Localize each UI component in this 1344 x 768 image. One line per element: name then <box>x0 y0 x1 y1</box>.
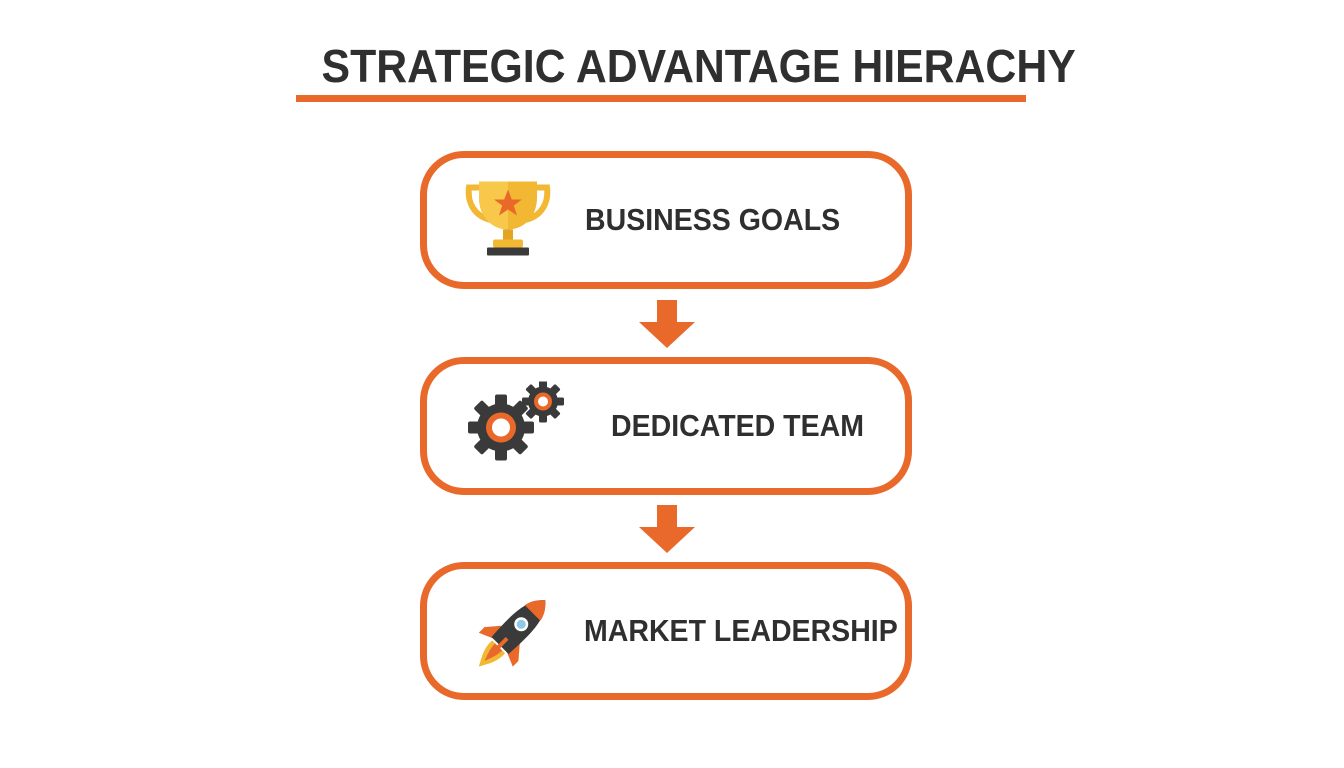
step-label: MARKET LEADERSHIP <box>584 613 898 648</box>
title-container: STRATEGIC ADVANTAGE HIERACHY <box>296 36 1076 96</box>
rocket-icon <box>475 587 559 676</box>
step-business-goals: BUSINESS GOALS <box>420 151 912 289</box>
arrow-down-icon <box>639 300 695 348</box>
trophy-icon <box>465 176 551 265</box>
step-label: BUSINESS GOALS <box>585 202 841 237</box>
step-market-leadership: MARKET LEADERSHIP <box>420 562 912 700</box>
step-dedicated-team: DEDICATED TEAM <box>420 357 912 495</box>
gears-icon <box>467 380 567 471</box>
step-label: DEDICATED TEAM <box>611 408 864 443</box>
page-title: STRATEGIC ADVANTAGE HIERACHY <box>321 40 1076 92</box>
title-underline <box>296 95 1026 102</box>
arrow-down-icon <box>639 505 695 553</box>
